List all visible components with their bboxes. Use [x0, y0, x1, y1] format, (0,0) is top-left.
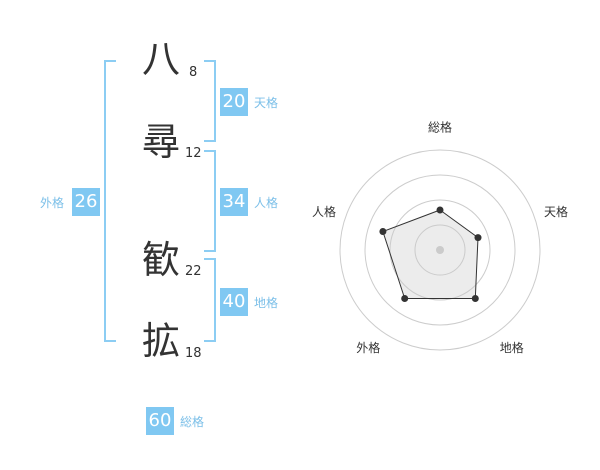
stroke-count-2: 12 — [185, 146, 202, 161]
tenkaku-label: 天格 — [254, 96, 279, 110]
gaikaku-label: 外格 — [40, 196, 65, 210]
chikaku-bracket — [204, 258, 216, 342]
radar-point-2 — [474, 234, 482, 242]
radar-ring-1 — [414, 224, 466, 276]
radar-ring-3 — [364, 174, 516, 326]
tenkaku-score: 20 — [220, 88, 248, 116]
jinkaku-score: 34 — [220, 188, 248, 216]
stroke-count-4: 18 — [185, 346, 202, 361]
radar-point-4 — [401, 295, 409, 302]
stroke-count-1: 8 — [189, 65, 198, 80]
radar-ring-2 — [389, 199, 491, 301]
radar-axis-label-3: 地格 — [500, 340, 524, 355]
radar-axis-label-5: 人格 — [312, 204, 336, 219]
jinkaku-label: 人格 — [254, 196, 279, 210]
jinkaku-bracket — [204, 150, 216, 252]
stroke-count-3: 22 — [185, 264, 202, 279]
chikaku-label: 地格 — [254, 296, 279, 310]
gaikaku-bracket — [104, 60, 116, 342]
radar-ring-4 — [339, 149, 541, 351]
name-char-3: 歓 — [142, 238, 181, 282]
radar-data-polygon — [382, 209, 479, 299]
radar-axis-label-1: 総格 — [428, 120, 452, 135]
radar-point-1 — [436, 206, 444, 214]
name-char-4: 拡 — [142, 319, 181, 363]
chikaku-score: 40 — [220, 288, 248, 316]
radar-axis-label-4: 外格 — [356, 340, 380, 355]
radar-center-dot — [436, 246, 444, 254]
name-char-1: 八 — [142, 37, 181, 81]
radar-axis-label-2: 天格 — [544, 204, 568, 219]
radar-point-3 — [471, 295, 479, 302]
name-char-2: 尋 — [142, 120, 181, 164]
tenkaku-bracket — [204, 60, 216, 142]
soukaku-score: 60 — [146, 407, 174, 435]
radar-point-5 — [379, 228, 387, 235]
soukaku-label: 総格 — [180, 415, 205, 429]
gaikaku-score: 26 — [72, 188, 100, 216]
